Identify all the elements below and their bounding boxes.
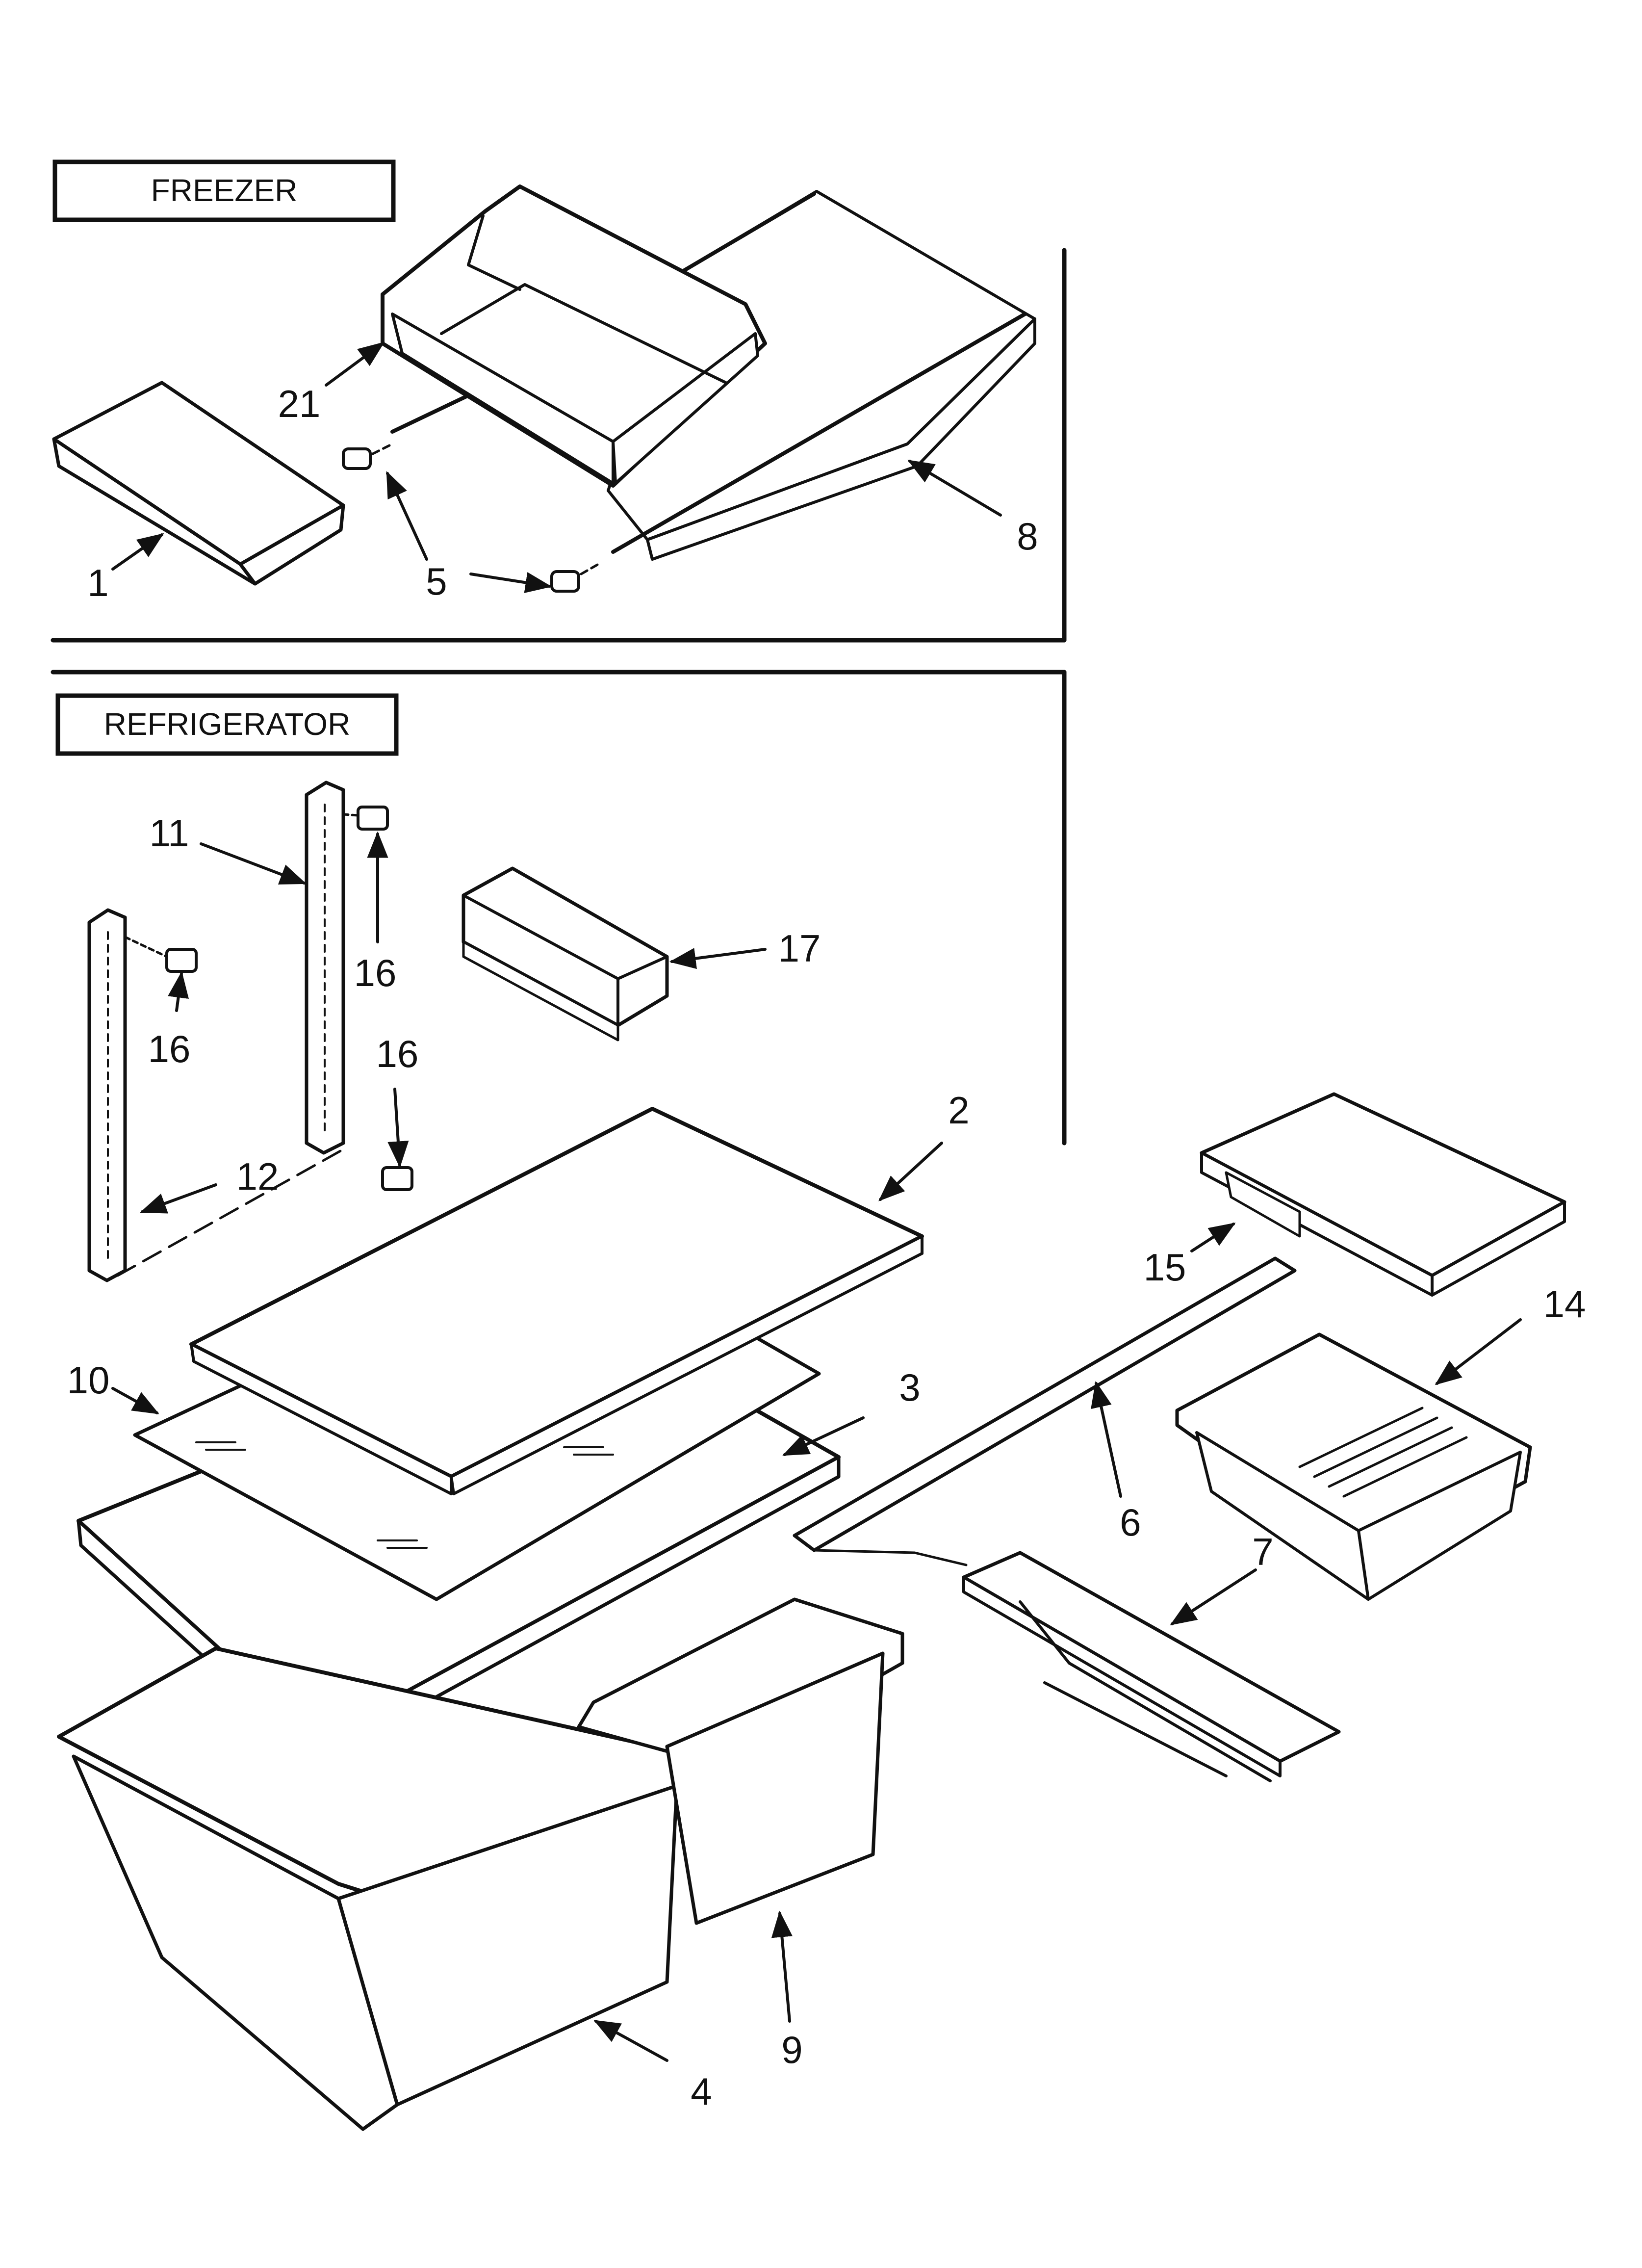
callout-9: 9: [781, 2028, 802, 2071]
shelf-ladder-right: [305, 781, 345, 1155]
callout-4: 4: [691, 2070, 712, 2113]
crisper-trim-strip: [793, 1256, 1297, 1566]
callout-numbers: 21 1 5 8 11 16 16 16 17 12 2 10 3 15 14 …: [67, 382, 1586, 2113]
callout-12: 12: [236, 1155, 279, 1198]
leader-16c: [387, 1088, 409, 1168]
freezer-title: FREEZER: [151, 173, 298, 208]
callout-3: 3: [899, 1366, 920, 1409]
callout-5: 5: [426, 560, 447, 603]
crisper-cover-support: [962, 1551, 1341, 1782]
callout-8: 8: [1017, 515, 1038, 558]
callout-11: 11: [150, 811, 189, 855]
leader-11: [200, 842, 307, 885]
freezer-title-box: [52, 159, 396, 222]
callout-21: 21: [278, 382, 321, 425]
leader-7: [1170, 1568, 1257, 1625]
crisper-drawer-large: [57, 1646, 679, 2131]
crisper-drawer-small: [577, 1597, 904, 1925]
leader-12: [139, 1183, 217, 1214]
leader-5b: [469, 572, 552, 593]
callout-7: 7: [1252, 1530, 1273, 1573]
leader-17: [669, 948, 767, 969]
callout-16-bottom: 16: [376, 1032, 419, 1075]
leader-10: [111, 1387, 159, 1414]
callout-1: 1: [87, 561, 108, 604]
shelf-support-pegs: [342, 443, 600, 593]
callout-6: 6: [1120, 1501, 1141, 1544]
refrigerator-wire-shelf: [189, 1107, 924, 1495]
door-bin: [462, 866, 669, 1042]
screw-top: [342, 806, 389, 831]
screw-left: [124, 936, 198, 973]
leader-5a: [386, 471, 428, 561]
callout-2: 2: [948, 1089, 969, 1132]
freezer-basket: [381, 184, 767, 488]
leader-9: [771, 1910, 793, 2023]
callout-16-top: 16: [354, 951, 397, 994]
ice-cube-tray: [52, 381, 345, 586]
leader-2: [878, 1142, 943, 1201]
leader-1: [111, 533, 164, 571]
leader-21: [325, 341, 385, 387]
callout-15: 15: [1144, 1246, 1186, 1289]
leader-15: [1190, 1223, 1236, 1252]
callout-16-left: 16: [148, 1027, 191, 1070]
shelf-ladder-left: [87, 908, 347, 1282]
leader-4: [593, 2020, 668, 2062]
screw-bottom: [381, 1166, 413, 1191]
meat-keeper-pan: [1175, 1332, 1532, 1601]
ladder-screws: [124, 806, 413, 1191]
refrigerator-section: REFRIGERATOR: [51, 670, 1067, 1146]
callout-14: 14: [1543, 1282, 1586, 1326]
leader-3: [782, 1416, 865, 1456]
callout-leaders: [111, 341, 1522, 2062]
freezer-section: FREEZER: [51, 159, 1067, 643]
refrigerator-title-box: [55, 693, 399, 756]
callout-10: 10: [67, 1358, 110, 1402]
leader-8: [907, 460, 1002, 517]
leader-14: [1435, 1318, 1522, 1385]
leader-6: [1091, 1381, 1122, 1498]
pan-ridges: [1298, 1407, 1468, 1498]
refrigerator-title: REFRIGERATOR: [104, 706, 351, 742]
callout-17: 17: [778, 927, 821, 970]
meat-keeper-cover: [1200, 1092, 1566, 1297]
leader-16b: [168, 971, 189, 1012]
